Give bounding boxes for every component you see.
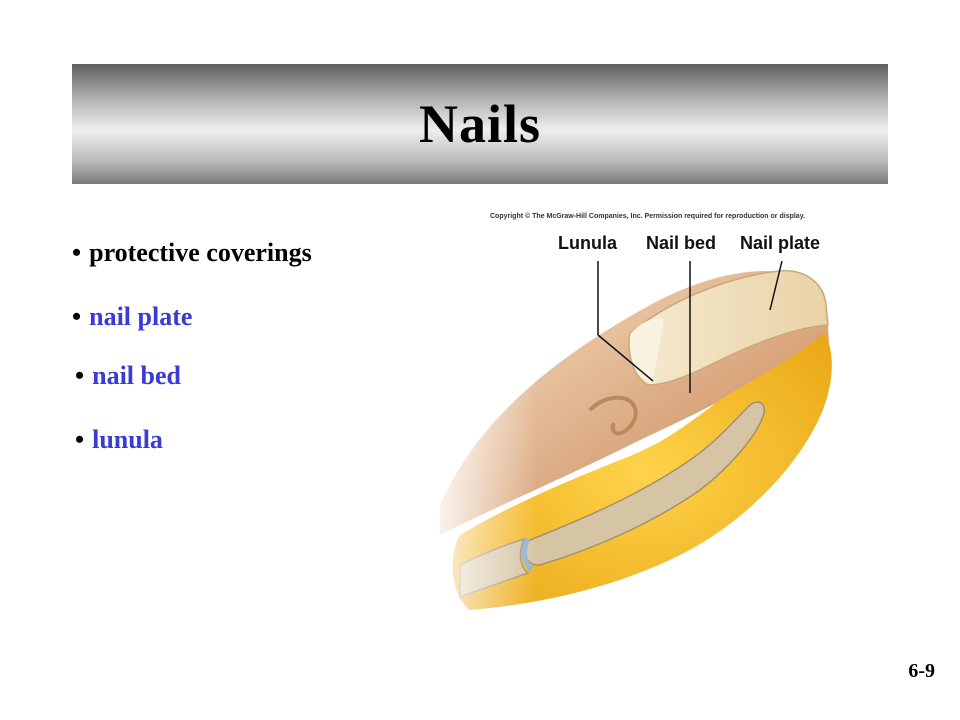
fingertip-illustration — [420, 205, 890, 625]
slide-number: 6-9 — [908, 660, 935, 682]
bullet-item: •nail bed — [75, 361, 181, 391]
bullet-list: •protective coverings •nail plate •nail … — [72, 0, 432, 720]
bullet-item: •lunula — [75, 425, 163, 455]
label-nail-plate: Nail plate — [740, 233, 821, 253]
copyright-notice: Copyright © The McGraw-Hill Companies, I… — [490, 213, 806, 220]
bullet-text: protective coverings — [89, 238, 312, 267]
bullet-dot: • — [75, 425, 85, 454]
bullet-item: •protective coverings — [72, 238, 312, 268]
bullet-dot: • — [72, 302, 82, 331]
bullet-dot: • — [75, 361, 85, 390]
label-lunula: Lunula — [558, 233, 617, 253]
bullet-text: nail bed — [92, 361, 181, 390]
bullet-dot: • — [72, 238, 82, 267]
label-nail-bed: Nail bed — [646, 233, 717, 253]
fade-overlay — [420, 205, 890, 625]
nail-anatomy-figure: Copyright © The McGraw-Hill Companies, I… — [420, 205, 890, 625]
title-bar: Nails — [72, 64, 888, 184]
bullet-item: •nail plate — [72, 302, 192, 332]
bullet-text: lunula — [92, 425, 163, 454]
slide-title: Nails — [418, 94, 542, 154]
bullet-text: nail plate — [89, 302, 193, 331]
